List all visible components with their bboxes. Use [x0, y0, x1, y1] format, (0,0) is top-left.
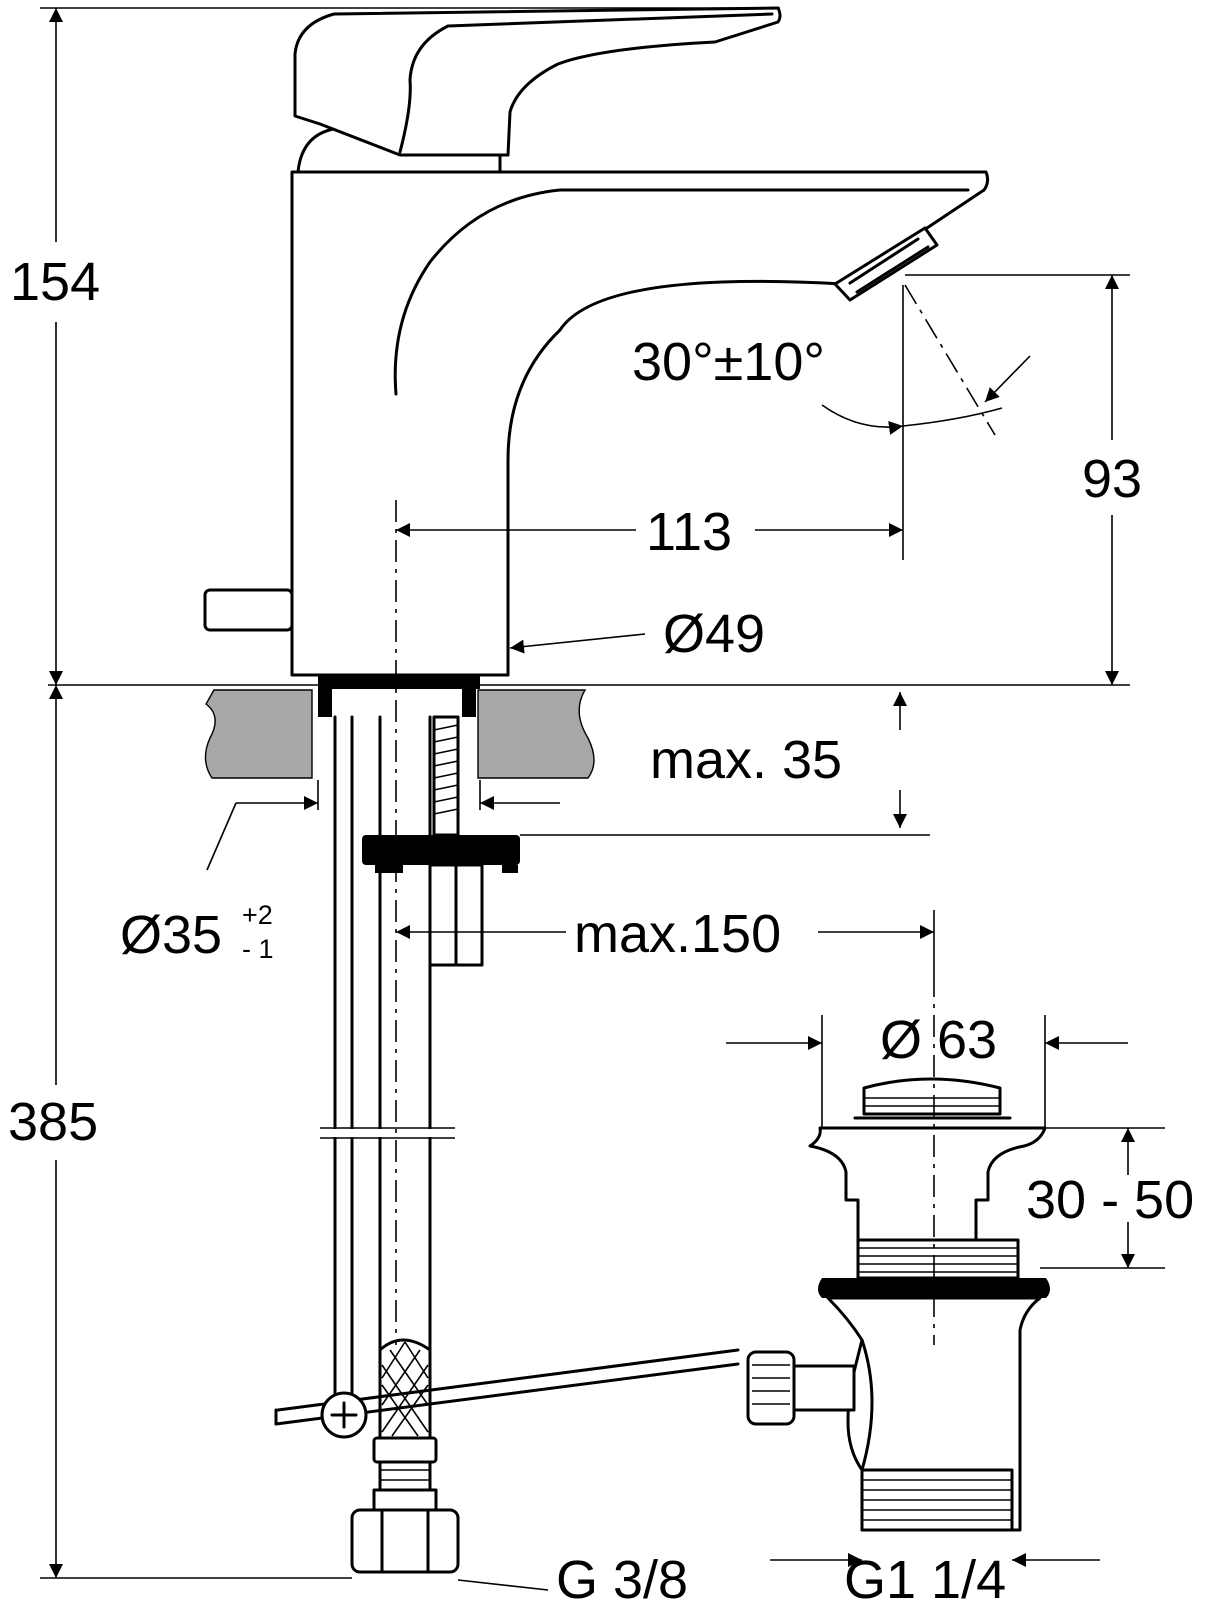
- dim-waste-range: 30 - 50: [1026, 1170, 1194, 1230]
- dimension-lines: [40, 7, 1165, 1591]
- dim-hole-tol-minus: - 1: [242, 934, 274, 964]
- dim-pullrod-distance: max.150: [574, 904, 781, 964]
- waste-assembly: [746, 1077, 1050, 1532]
- dim-deck-thickness: max. 35: [650, 730, 842, 790]
- dim-jet-angle: 30°±10°: [632, 332, 825, 392]
- dim-body-diameter: Ø49: [663, 604, 765, 664]
- center-lines: [395, 284, 996, 1345]
- dim-hole-tol-plus: +2: [242, 900, 273, 930]
- dim-hole-diameter: Ø35: [120, 905, 222, 965]
- dim-height-above-deck: 154: [10, 252, 100, 312]
- deck-section: [204, 689, 595, 779]
- mixer-body: [203, 6, 990, 717]
- dim-spout-height: 93: [1082, 449, 1142, 509]
- dimension-labels: 154 93 113 Ø49 30°±10° max. 35 Ø35 +2 - …: [8, 252, 1194, 1600]
- dim-waste-thread: G1 1/4: [844, 1550, 1006, 1600]
- dim-spout-reach: 113: [646, 502, 732, 562]
- dim-hose-length: 385: [8, 1092, 98, 1152]
- dim-waste-diameter: Ø 63: [880, 1010, 997, 1070]
- fixing-and-hoses: [274, 715, 740, 1574]
- dim-hose-thread: G 3/8: [556, 1550, 688, 1600]
